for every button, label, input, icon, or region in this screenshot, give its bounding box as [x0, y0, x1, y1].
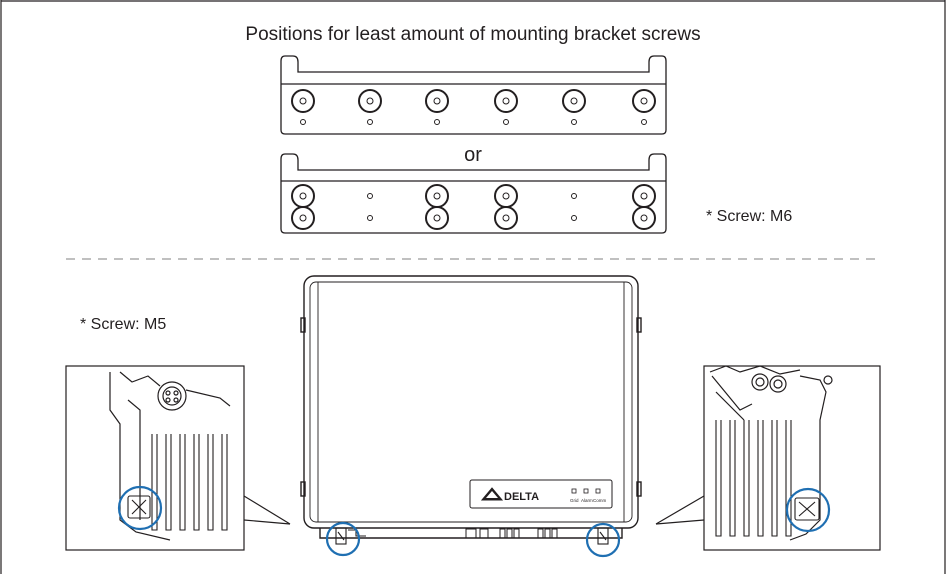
screw-position-circle	[425, 89, 449, 113]
connector-pin	[551, 528, 558, 539]
highlight-circle-left-screw	[325, 521, 361, 557]
bracket-hole	[299, 214, 307, 222]
screw-m6-note: * Screw: M6	[706, 208, 793, 225]
screw-position-circle	[358, 89, 382, 113]
bracket-bottom-holes	[291, 184, 656, 230]
bracket-hole	[367, 193, 373, 199]
left-heatsink-fins	[151, 434, 228, 531]
screw-position-circle	[291, 206, 315, 230]
inverter-right-screw	[597, 527, 609, 545]
bracket-hole	[640, 192, 648, 200]
bracket-hole	[502, 192, 510, 200]
highlight-circle-right-screw	[585, 522, 621, 558]
screw-position-circle	[632, 206, 656, 230]
screw-position-circle	[494, 206, 518, 230]
bracket-hole	[299, 97, 307, 105]
bracket-top-holes	[291, 89, 656, 125]
heatsink-fin	[715, 420, 722, 537]
heatsink-fin	[743, 420, 750, 537]
bracket-hole	[434, 119, 440, 125]
heatsink-fin	[757, 420, 764, 537]
status-leds	[571, 488, 601, 494]
screw-position-circle	[494, 89, 518, 113]
heatsink-fin	[165, 434, 172, 531]
bracket-hole	[433, 214, 441, 222]
connector-pin	[537, 528, 544, 539]
bracket-hole	[502, 214, 510, 222]
or-separator-label: or	[464, 144, 482, 166]
bracket-hole	[503, 119, 509, 125]
heatsink-fin	[785, 420, 792, 537]
bracket-hole	[299, 192, 307, 200]
bracket-hole	[367, 215, 373, 221]
heatsink-fin	[207, 434, 214, 531]
bracket-hole	[502, 97, 510, 105]
screw-position-circle	[291, 89, 315, 113]
screw-position-circle	[494, 184, 518, 208]
bracket-hole	[300, 119, 306, 125]
led-label-comm: Comm	[593, 498, 607, 503]
heatsink-fin	[179, 434, 186, 531]
connector-pin	[544, 528, 551, 539]
led-label-alarm: Alarm	[581, 498, 593, 503]
inverter-left-screw	[335, 527, 366, 545]
highlight-circle-right-inset	[785, 487, 831, 533]
heatsink-fin	[193, 434, 200, 531]
bracket-hole	[570, 97, 578, 105]
heatsink-fin	[771, 420, 778, 537]
diagram-title: Positions for least amount of mounting b…	[245, 24, 701, 45]
right-detail-inset	[655, 365, 881, 551]
brand-plate	[469, 479, 613, 509]
right-inset-screw	[794, 497, 820, 521]
highlight-circle-left-inset	[117, 485, 163, 531]
led-label-grid: Grid	[570, 498, 579, 503]
screw-position-circle	[632, 89, 656, 113]
mounting-bracket-bottom	[280, 153, 667, 234]
screw-position-circle	[425, 206, 449, 230]
bracket-hole	[366, 97, 374, 105]
bracket-hole	[433, 192, 441, 200]
bracket-hole	[641, 119, 647, 125]
heatsink-fin	[221, 434, 228, 531]
screw-position-circle	[291, 184, 315, 208]
bracket-hole	[640, 214, 648, 222]
bottom-connectors	[465, 528, 558, 539]
screw-position-circle	[425, 184, 449, 208]
screw-position-circle	[632, 184, 656, 208]
left-inset-screw	[127, 495, 151, 519]
bracket-hole	[367, 119, 373, 125]
connector-pin	[513, 528, 520, 539]
mounting-bracket-top	[280, 55, 667, 135]
bracket-hole	[433, 97, 441, 105]
connector-pin	[506, 528, 513, 539]
left-detail-inset	[65, 365, 291, 551]
connector-pin	[499, 528, 506, 539]
bracket-hole	[571, 215, 577, 221]
bracket-hole	[571, 193, 577, 199]
brand-logo: DELTA	[504, 491, 539, 503]
bracket-hole	[571, 119, 577, 125]
screw-m5-note: * Screw: M5	[80, 316, 167, 333]
heatsink-fin	[729, 420, 736, 537]
bracket-hole	[640, 97, 648, 105]
right-heatsink-fins	[715, 420, 792, 537]
screw-position-circle	[562, 89, 586, 113]
heatsink-fin	[151, 434, 158, 531]
